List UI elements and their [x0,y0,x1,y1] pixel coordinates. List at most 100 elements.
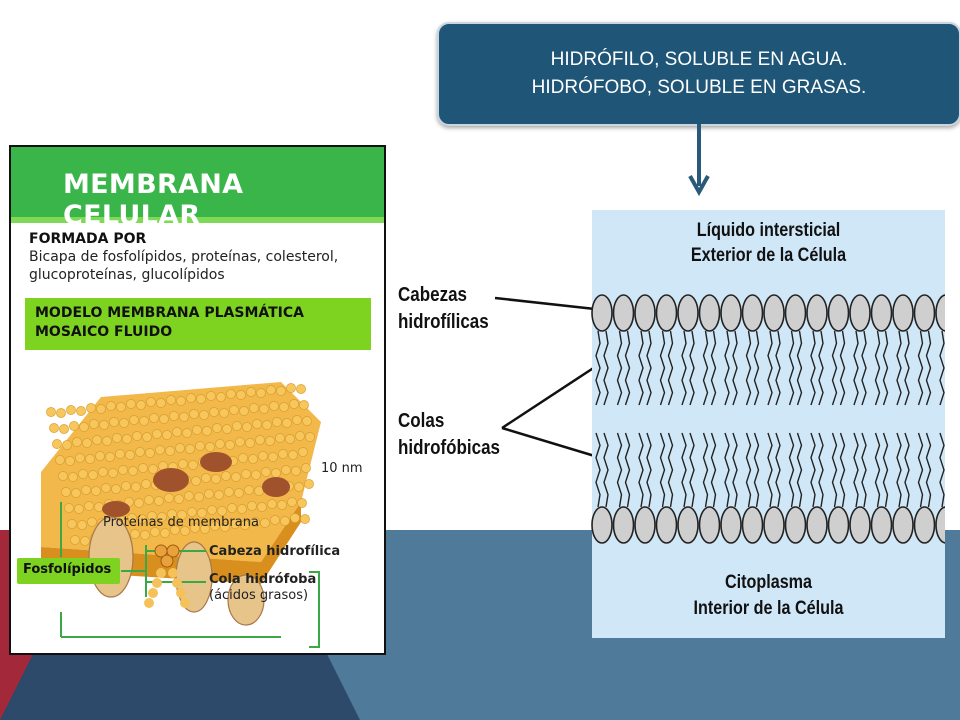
lipid-head [221,471,231,481]
lipid-head [206,391,216,401]
lipid-head [142,432,152,442]
lipid-head [157,512,167,522]
hydrophilic-head [634,506,656,544]
fatty-acid-tail [681,330,687,406]
lipid-head [247,501,257,511]
lipid-head [169,411,179,421]
lipid-head [65,456,75,466]
fatty-acid-tail [646,432,652,508]
fatty-acid-tail [767,330,773,406]
lipid-head [150,527,160,537]
hydrophilic-head [741,294,764,332]
lipid-head [174,494,184,504]
lipid-head [295,431,305,441]
lipid-head [74,504,84,514]
formada-text: Bicapa de fosfolípidos, proteínas, coles… [29,249,339,283]
lipid-head [76,406,86,416]
lipid-head [127,513,137,523]
label-colas-hidrofobicas: Colas hidrofóbicas [398,408,500,462]
fatty-acid-tail [882,432,889,508]
phospholipid-bilayer [591,294,945,544]
fatty-acid-tail [831,432,838,508]
lipid-head [234,488,244,498]
lipid-head [70,535,80,545]
hydrophilic-head [634,294,656,332]
lipid-head [257,502,267,512]
lipid-head [209,407,219,417]
lipid-head [282,418,292,428]
lipid-head [304,479,314,489]
fatty-acid-tail [818,432,824,508]
lipid-head [187,507,197,517]
lipid-head [186,393,196,403]
lipid-head [86,403,96,413]
fatty-acid-tail [689,330,695,406]
lipid-head [109,417,119,427]
lipid-head [272,417,282,427]
lipid-head [85,454,95,464]
lipid-head [239,406,249,416]
lipid-head [167,509,177,519]
fatty-acid-tail [896,432,902,508]
fatty-acid-tail [724,432,730,508]
lipid-head [152,429,162,439]
label-acidos: (ácidos grasos) [209,588,309,603]
lipid-head [165,446,175,456]
hydrophilic-head [741,506,764,544]
membrane-infographic: MEMBRANA CELULAR FORMADA POR Bicapa de f… [9,145,386,655]
lipid-head [236,390,246,400]
lipid-head [49,423,59,433]
lipid-head [52,439,62,449]
hydrophilic-head [913,294,936,332]
lipid-head [242,422,252,432]
hydrophilic-head [763,506,785,544]
formada-heading: FORMADA POR [29,231,147,247]
lipid-head [205,442,215,452]
lipid-head [64,503,74,513]
lipid-head [178,459,188,469]
lipid-head [194,492,204,502]
lipid-head [222,424,232,434]
fatty-acid-tail [775,432,781,508]
down-arrow-icon [688,124,710,197]
modelo-line-1: MODELO MEMBRANA PLASMÁTICA [35,305,305,321]
lipid-head [185,444,195,454]
label-cabezas-line-1: Cabezas [398,284,467,306]
lipid-head [231,472,241,482]
fatty-acid-tail [767,432,773,508]
label-exterior-celula: Exterior de la Célula [690,245,847,266]
lipid-head [269,401,279,411]
lipid-head [297,498,307,508]
fatty-acid-tail [667,432,674,508]
lipid-head [101,483,111,493]
lipid-head [69,421,79,431]
lipid-head [207,505,217,515]
membrane-illustration [41,382,321,648]
fatty-acid-tail [745,432,752,508]
bilayer-diagram: Líquido intersticial Exterior de la Célu… [578,210,945,638]
label-proteinas: Proteínas de membrana [103,515,259,530]
fatty-acid-tail [904,330,910,406]
lipid-head [289,399,299,409]
title-band [11,147,384,223]
lipid-head [78,469,88,479]
infographic-connectors [60,502,206,608]
lipid-head [248,454,258,464]
lipid-head [200,524,210,534]
lipid-head [202,426,212,436]
lipid-head [55,455,65,465]
fatty-acid-tail [603,330,609,406]
lipid-head [184,491,194,501]
label-liquido-intersticial: Líquido intersticial [696,220,841,241]
lipid-head [106,401,116,411]
lipid-head [146,397,156,407]
label-cola: Cola hidrófoba [209,572,317,587]
lipid-head [98,467,108,477]
hydrophilic-head [892,294,914,332]
hydrophilic-head [870,506,893,544]
label-citoplasma: Citoplasma [724,572,813,593]
fatty-acid-tail [732,330,738,406]
lipid-head [136,400,146,410]
lipid-head [75,453,85,463]
lipid-head [270,515,280,525]
